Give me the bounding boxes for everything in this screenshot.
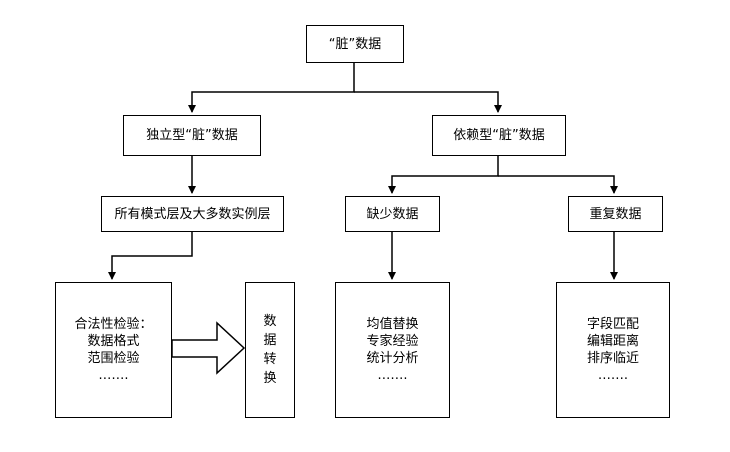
edge-dependent-missing: [388, 156, 499, 194]
duplicate-methods-node: 字段匹配 编辑距离 排序临近 …….: [556, 282, 670, 418]
edge-root-dependent: [354, 91, 502, 113]
missing-methods-node: 均值替换 专家经验 统计分析 …….: [335, 282, 450, 418]
transform-node: 数 据 转 换: [245, 282, 295, 418]
duplicate-method: 编辑距离: [586, 334, 639, 349]
independent-node: 独立型“脏”数据: [123, 115, 261, 156]
duplicate-method: 字段匹配: [586, 317, 639, 332]
legality-line: …….: [98, 368, 129, 383]
missing-label: 缺少数据: [366, 206, 419, 222]
root-label: “脏”数据: [328, 36, 382, 52]
legality-line: 合法性检验：: [74, 317, 153, 332]
transform-char: 转: [263, 352, 277, 367]
transform-char: 数: [263, 314, 277, 329]
duplicate-node: 重复数据: [568, 196, 663, 232]
legality-node: 合法性检验： 数据格式 范围检验 …….: [55, 282, 172, 418]
missing-method: …….: [377, 368, 408, 383]
transform-arrow: [171, 321, 246, 375]
schema-instance-label: 所有模式层及大多数实例层: [114, 206, 271, 222]
independent-label: 独立型“脏”数据: [146, 128, 238, 143]
edge-schema-legality: [108, 232, 193, 280]
missing-method: 均值替换: [366, 317, 419, 332]
legality-line: 范围检验: [87, 351, 140, 366]
transform-char: 换: [263, 371, 277, 386]
edge-root-independent: [188, 63, 355, 113]
edge-dependent-duplicate: [498, 175, 618, 194]
duplicate-method: …….: [597, 368, 629, 383]
missing-method: 专家经验: [366, 334, 419, 349]
dependent-node: 依赖型“脏”数据: [432, 115, 566, 156]
duplicate-label: 重复数据: [589, 206, 642, 222]
schema-instance-node: 所有模式层及大多数实例层: [101, 196, 284, 232]
dependent-label: 依赖型“脏”数据: [453, 128, 545, 143]
transform-char: 据: [263, 333, 277, 348]
duplicate-method: 排序临近: [586, 351, 639, 366]
legality-line: 数据格式: [87, 334, 140, 349]
missing-node: 缺少数据: [345, 196, 440, 232]
missing-method: 统计分析: [366, 351, 419, 366]
root-node: “脏”数据: [306, 25, 404, 63]
